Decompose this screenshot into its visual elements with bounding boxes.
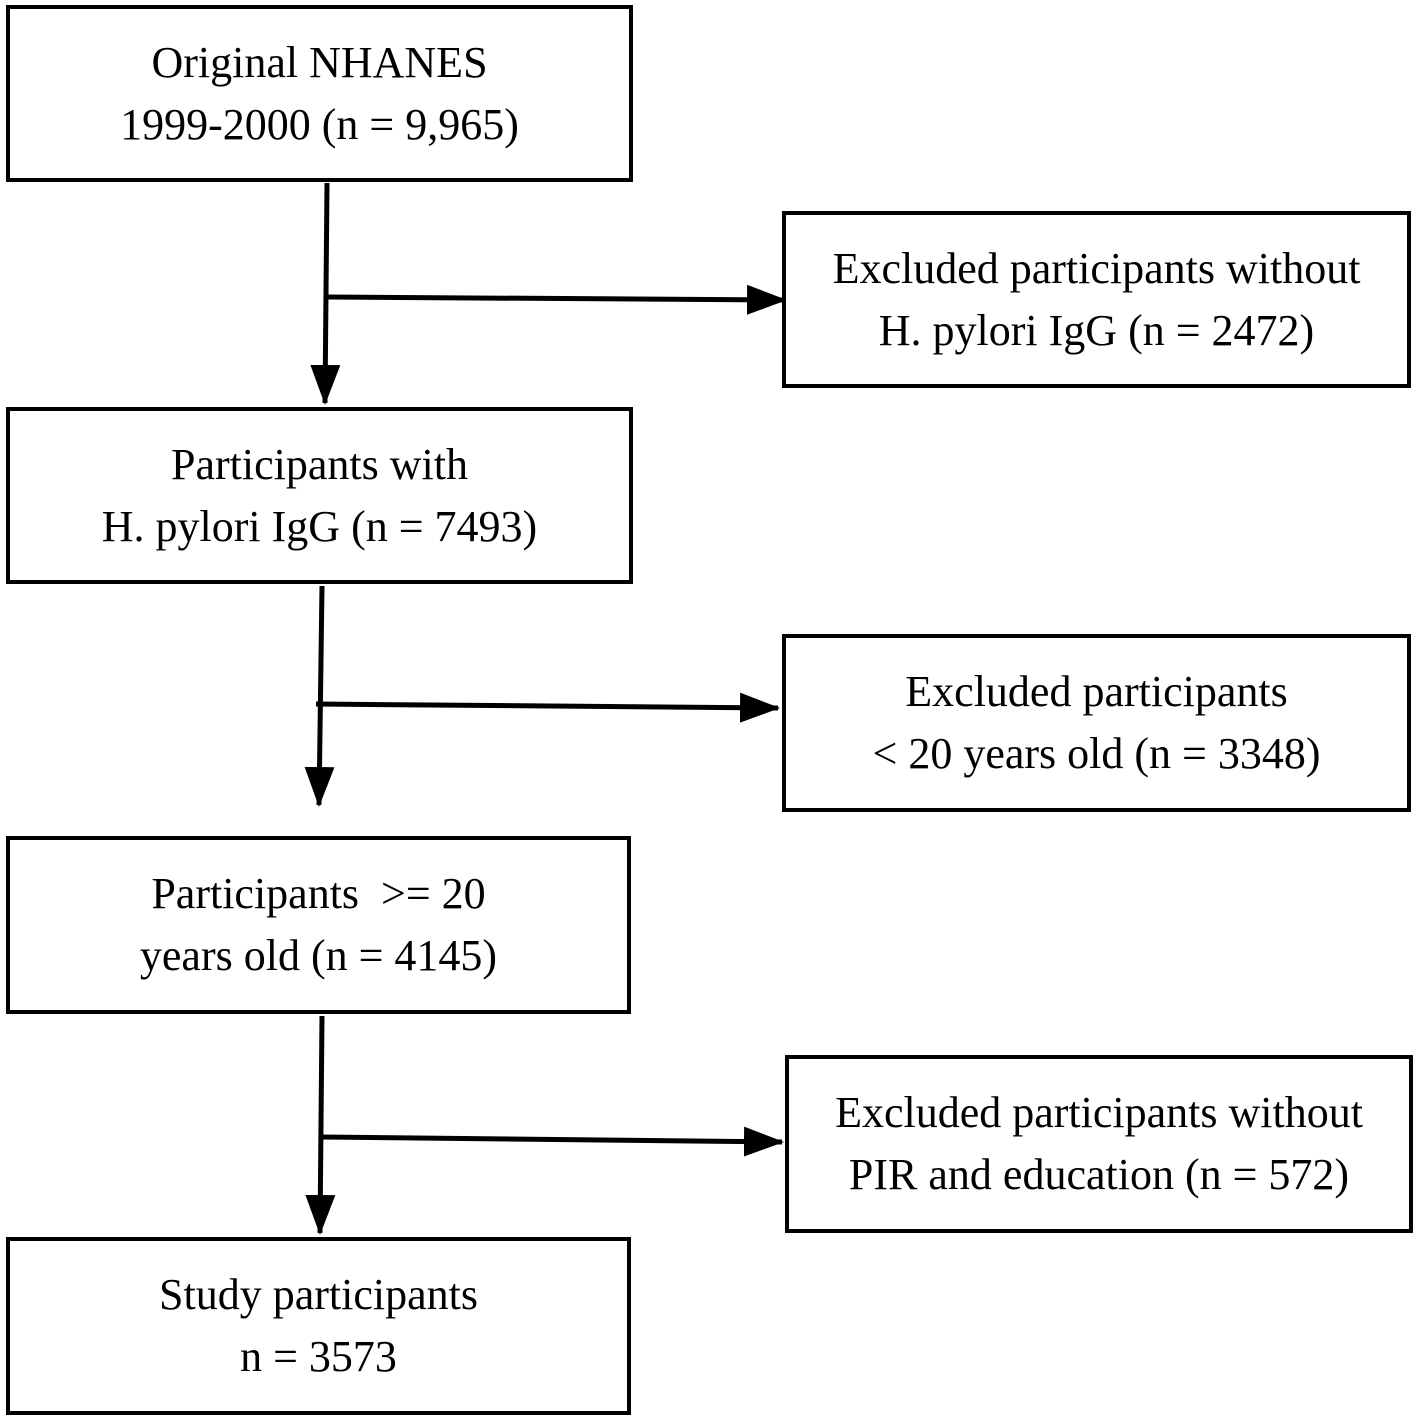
- box-participants-with-igg-line1: Participants with: [171, 439, 468, 489]
- box-original-nhanes-line2: 1999-2000 (n = 9,965): [120, 99, 519, 149]
- box-excluded-under-20-line2: < 20 years old (n = 3348): [872, 729, 1321, 778]
- arrow-original-to-with-igg: [310, 182, 341, 405]
- arrow-with-igg-to-adults: [304, 585, 335, 807]
- box-excluded-under-20-line1: Excluded participants: [905, 667, 1288, 716]
- arrow-to-excluded-no-igg: [326, 284, 787, 315]
- box-excluded-no-igg-line1: Excluded participants without: [832, 243, 1361, 293]
- box-original-nhanes: Original NHANES 1999-2000 (n = 9,965): [6, 5, 633, 182]
- arrow-adults-to-study: [305, 1015, 336, 1235]
- box-excluded-under-20: Excluded participants < 20 years old (n …: [782, 634, 1411, 812]
- arrow-to-excluded-no-pir: [320, 1126, 784, 1157]
- box-excluded-no-igg: Excluded participants without H. pylori …: [782, 211, 1411, 388]
- box-excluded-no-pir-line1: Excluded participants without: [835, 1088, 1363, 1137]
- box-participants-adults-line2: years old (n = 4145): [139, 931, 498, 980]
- arrow-to-excluded-under-20: [315, 692, 780, 723]
- box-participants-with-igg: Participants with H. pylori IgG (n = 749…: [6, 407, 633, 584]
- box-participants-with-igg-line2: H. pylori IgG (n = 7493): [101, 501, 538, 551]
- box-original-nhanes-line1: Original NHANES: [151, 37, 488, 87]
- box-participants-adults-line1: Participants >= 20: [151, 869, 486, 918]
- box-excluded-no-igg-line2: H. pylori IgG (n = 2472): [878, 305, 1315, 355]
- box-excluded-no-pir-line2: PIR and education (n = 572): [848, 1150, 1350, 1199]
- box-participants-adults: Participants >= 20 years old (n = 4145): [6, 836, 631, 1014]
- box-study-participants: Study participants n = 3573: [6, 1237, 631, 1415]
- box-study-participants-line1: Study participants: [159, 1270, 478, 1319]
- box-excluded-no-pir: Excluded participants without PIR and ed…: [785, 1055, 1413, 1233]
- box-study-participants-line2: n = 3573: [240, 1332, 397, 1381]
